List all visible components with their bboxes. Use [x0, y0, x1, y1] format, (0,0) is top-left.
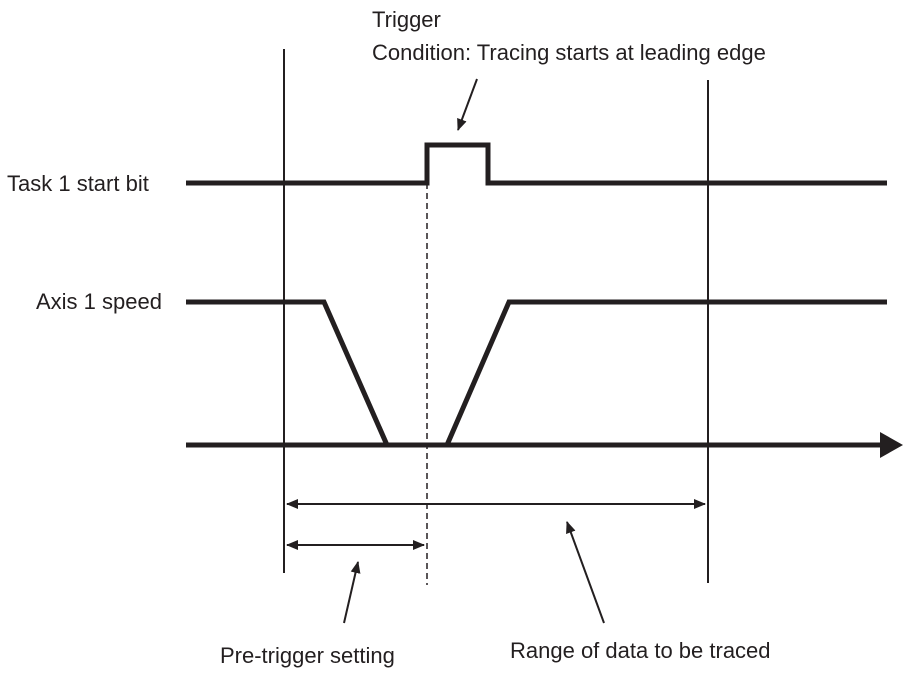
trigger-condition: Condition: Tracing starts at leading edg… [372, 40, 766, 65]
trace-range-pointer-arrow [566, 521, 605, 624]
trigger-title: Trigger [372, 7, 441, 32]
pre-trigger-label: Pre-trigger setting [220, 643, 395, 668]
task-start-bit-waveform [186, 142, 887, 186]
trigger-pointer-arrow [457, 78, 478, 131]
task-start-bit-label: Task 1 start bit [7, 171, 149, 196]
pre-trigger-pointer-arrow [343, 561, 361, 624]
axis-speed-label: Axis 1 speed [36, 289, 162, 314]
time-axis-arrowhead [880, 432, 903, 458]
trace-range-label: Range of data to be traced [510, 638, 771, 663]
axis-speed-waveform [186, 299, 887, 448]
